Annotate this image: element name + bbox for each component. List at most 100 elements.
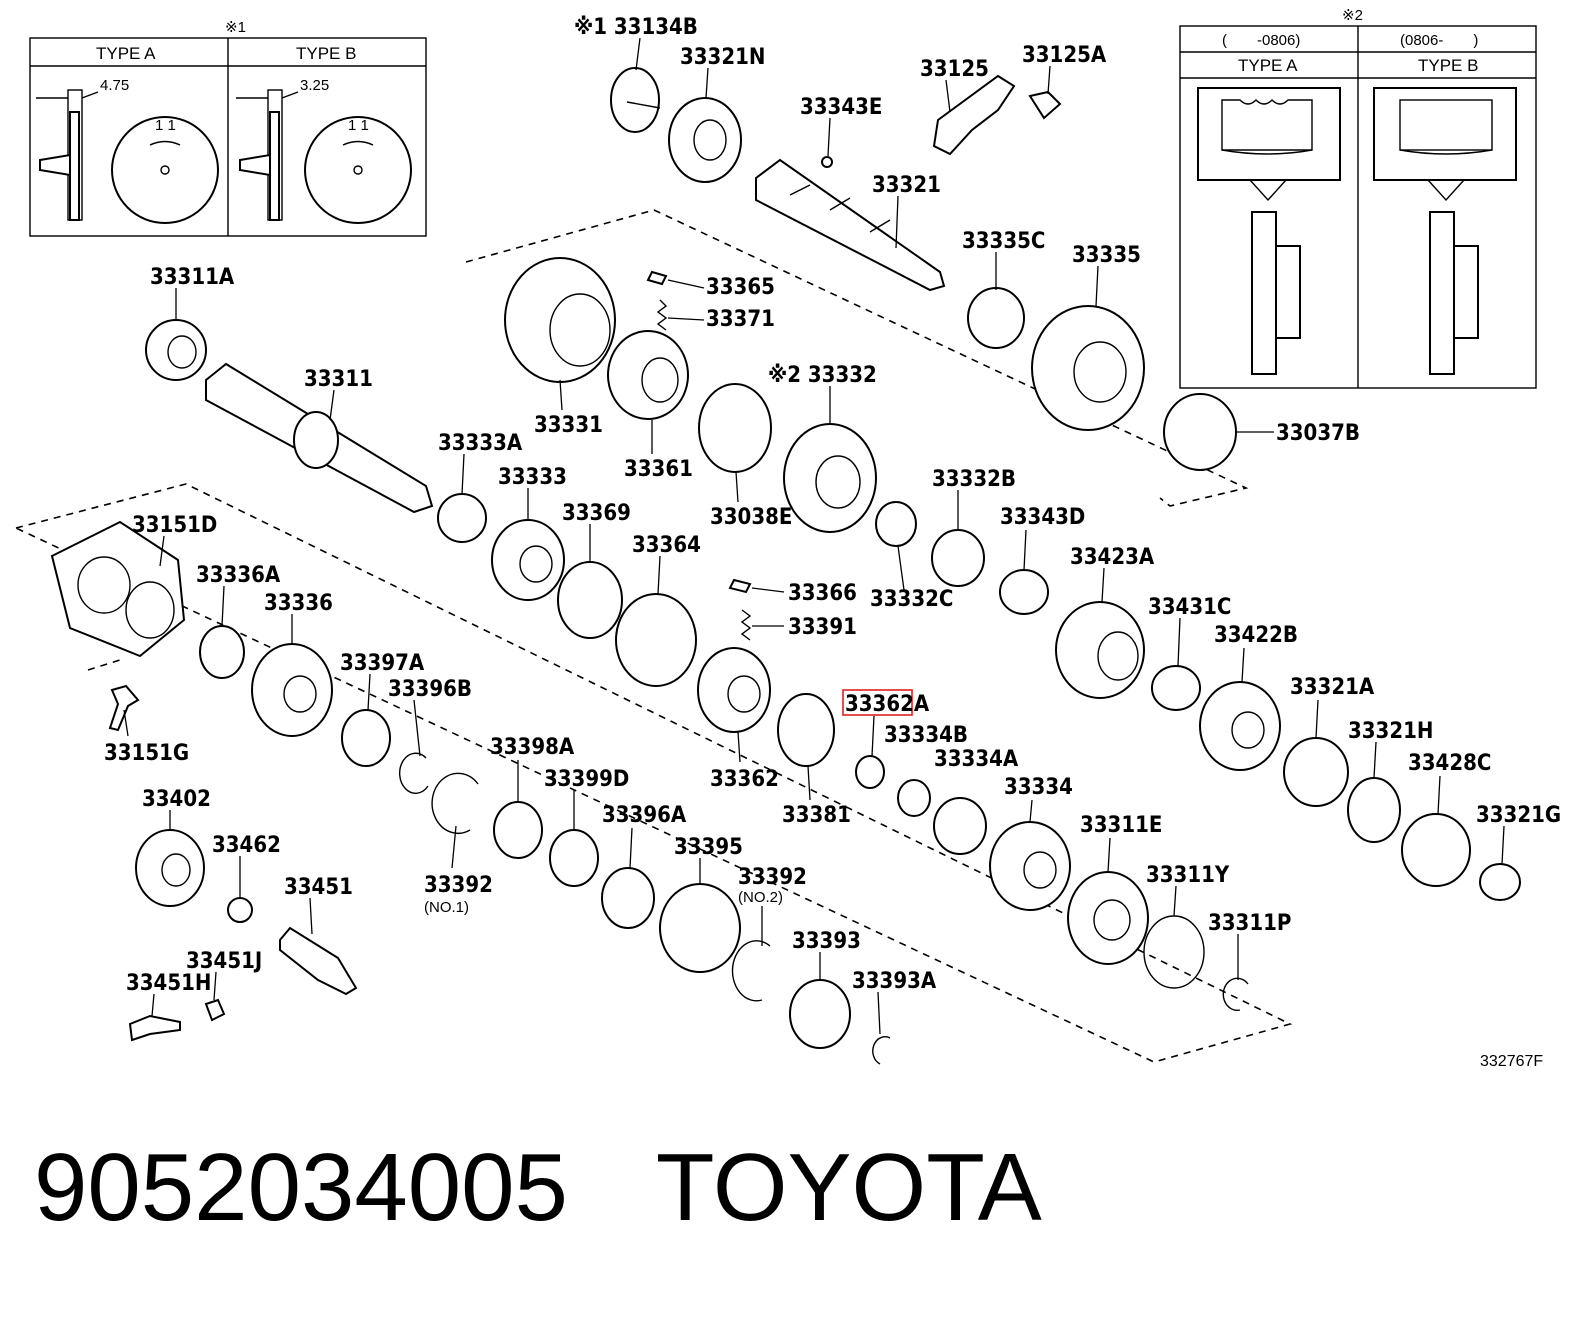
part-33365-shape (646, 270, 668, 286)
label-33428C[interactable]: 33428C (1408, 751, 1491, 776)
part-33391-shape (740, 609, 752, 641)
label-33321H[interactable]: 33321H (1348, 719, 1433, 744)
part-33369-shape (557, 561, 623, 639)
label-33332[interactable]: ※2 33332 (768, 363, 877, 388)
label-33321A[interactable]: 33321A (1290, 675, 1375, 700)
label-33393[interactable]: 33393 (792, 929, 861, 954)
part-33311P-shape (1222, 977, 1249, 1011)
part-33321G-shape (1479, 863, 1521, 901)
label-33392-no1[interactable]: 33392 (424, 873, 493, 898)
label-33462[interactable]: 33462 (212, 833, 281, 858)
label-33393A[interactable]: 33393A (852, 969, 937, 994)
part-33336-shape (251, 643, 333, 737)
label-33037B[interactable]: 33037B (1276, 421, 1360, 446)
part-33335C-shape (967, 287, 1025, 349)
part-33364-shape (615, 593, 697, 687)
label-33451H[interactable]: 33451H (126, 971, 211, 996)
label-33332B[interactable]: 33332B (932, 467, 1016, 492)
label-33311P[interactable]: 33311P (1208, 911, 1291, 936)
label-33334[interactable]: 33334 (1004, 775, 1073, 800)
label-33336A[interactable]: 33336A (196, 563, 281, 588)
label-33334A[interactable]: 33334A (934, 747, 1019, 772)
part-33422B-shape (1199, 681, 1281, 771)
part-33451J-shape (204, 998, 226, 1022)
part-33125A-shape (1028, 90, 1062, 120)
label-33336[interactable]: 33336 (264, 591, 333, 616)
label-33321N[interactable]: 33321N (680, 45, 765, 70)
label-33431C[interactable]: 33431C (1148, 595, 1231, 620)
part-33333-shape (491, 519, 565, 601)
label-33134B[interactable]: ※1 33134B (574, 15, 698, 40)
label-33311Y[interactable]: 33311Y (1146, 863, 1230, 888)
label-33396B[interactable]: 33396B (388, 677, 472, 702)
figure-reference: 332767F (1480, 1053, 1543, 1070)
label-33361[interactable]: 33361 (624, 457, 693, 482)
part-33335-shape (1031, 305, 1145, 431)
label-33398A[interactable]: 33398A (490, 735, 575, 760)
type-b-gear-face (304, 116, 412, 224)
label-33321[interactable]: 33321 (872, 173, 941, 198)
label-33343E[interactable]: 33343E (800, 95, 882, 120)
note-box-1-dim-b: 3.25 (300, 77, 329, 94)
label-33381[interactable]: 33381 (782, 803, 851, 828)
part-33343E-shape (821, 156, 833, 168)
part-33333A-shape (437, 493, 487, 543)
label-33423A[interactable]: 33423A (1070, 545, 1155, 570)
label-33392-no2[interactable]: 33392 (738, 865, 807, 890)
label-33402[interactable]: 33402 (142, 787, 211, 812)
part-33336A-shape (199, 625, 245, 679)
label-33311E[interactable]: 33311E (1080, 813, 1162, 838)
label-33331[interactable]: 33331 (534, 413, 603, 438)
part-33321H-shape (1347, 777, 1401, 843)
label-33366[interactable]: 33366 (788, 581, 857, 606)
label-33332C[interactable]: 33332C (870, 587, 953, 612)
label-33399D[interactable]: 33399D (544, 767, 629, 792)
brand-name: TOYOTA (655, 1134, 1042, 1241)
note-box-1-type-b: TYPE B (296, 44, 356, 63)
label-33151G[interactable]: 33151G (104, 741, 189, 766)
label-33362[interactable]: 33362 (710, 767, 779, 792)
label-33395[interactable]: 33395 (674, 835, 743, 860)
label-33371[interactable]: 33371 (706, 307, 775, 332)
label-33311[interactable]: 33311 (304, 367, 373, 392)
part-33398A-shape (493, 801, 543, 859)
label-33369[interactable]: 33369 (562, 501, 631, 526)
part-33396A-shape (601, 867, 655, 929)
part-33393A-shape (872, 1036, 891, 1065)
label-33151D[interactable]: 33151D (132, 513, 217, 538)
label-33397A[interactable]: 33397A (340, 651, 425, 676)
part-33392-no1-shape (431, 772, 479, 835)
label-33451J[interactable]: 33451J (186, 949, 262, 974)
label-33335C[interactable]: 33335C (962, 229, 1045, 254)
svg-text:1 1: 1 1 (348, 117, 369, 134)
label-33396A[interactable]: 33396A (602, 803, 687, 828)
label-33321G[interactable]: 33321G (1476, 803, 1561, 828)
label-33422B[interactable]: 33422B (1214, 623, 1298, 648)
label-33311A[interactable]: 33311A (150, 265, 235, 290)
label-33365[interactable]: 33365 (706, 275, 775, 300)
label-33334B[interactable]: 33334B (884, 723, 968, 748)
part-33392-no2-shape (731, 940, 771, 1002)
part-33399D-shape (549, 829, 599, 887)
label-33343D[interactable]: 33343D (1000, 505, 1085, 530)
label-33391[interactable]: 33391 (788, 615, 857, 640)
label-33333[interactable]: 33333 (498, 465, 567, 490)
label-33451[interactable]: 33451 (284, 875, 353, 900)
part-33125-shape (932, 74, 1016, 156)
highlight-box-33362A (842, 689, 913, 716)
label-33335[interactable]: 33335 (1072, 243, 1141, 268)
note-box-1: ※1 TYPE A TYPE B 4.75 1 1 3.25 1 1 (29, 19, 427, 237)
note-box-2-range-a: ( -0806) (1222, 32, 1300, 49)
label-33038E[interactable]: 33038E (710, 505, 792, 530)
label-33125A[interactable]: 33125A (1022, 43, 1107, 68)
part-33151G-shape (108, 684, 140, 732)
part-33334-shape (989, 821, 1071, 911)
label-33364[interactable]: 33364 (632, 533, 701, 558)
label-33125[interactable]: 33125 (920, 57, 989, 82)
label-33333A[interactable]: 33333A (438, 431, 523, 456)
part-33334B-shape (855, 755, 885, 789)
part-33134B-shape (610, 67, 660, 133)
label-33392-no1-sub: (NO.1) (424, 899, 469, 916)
label-33362A[interactable]: 33362A (845, 692, 930, 717)
